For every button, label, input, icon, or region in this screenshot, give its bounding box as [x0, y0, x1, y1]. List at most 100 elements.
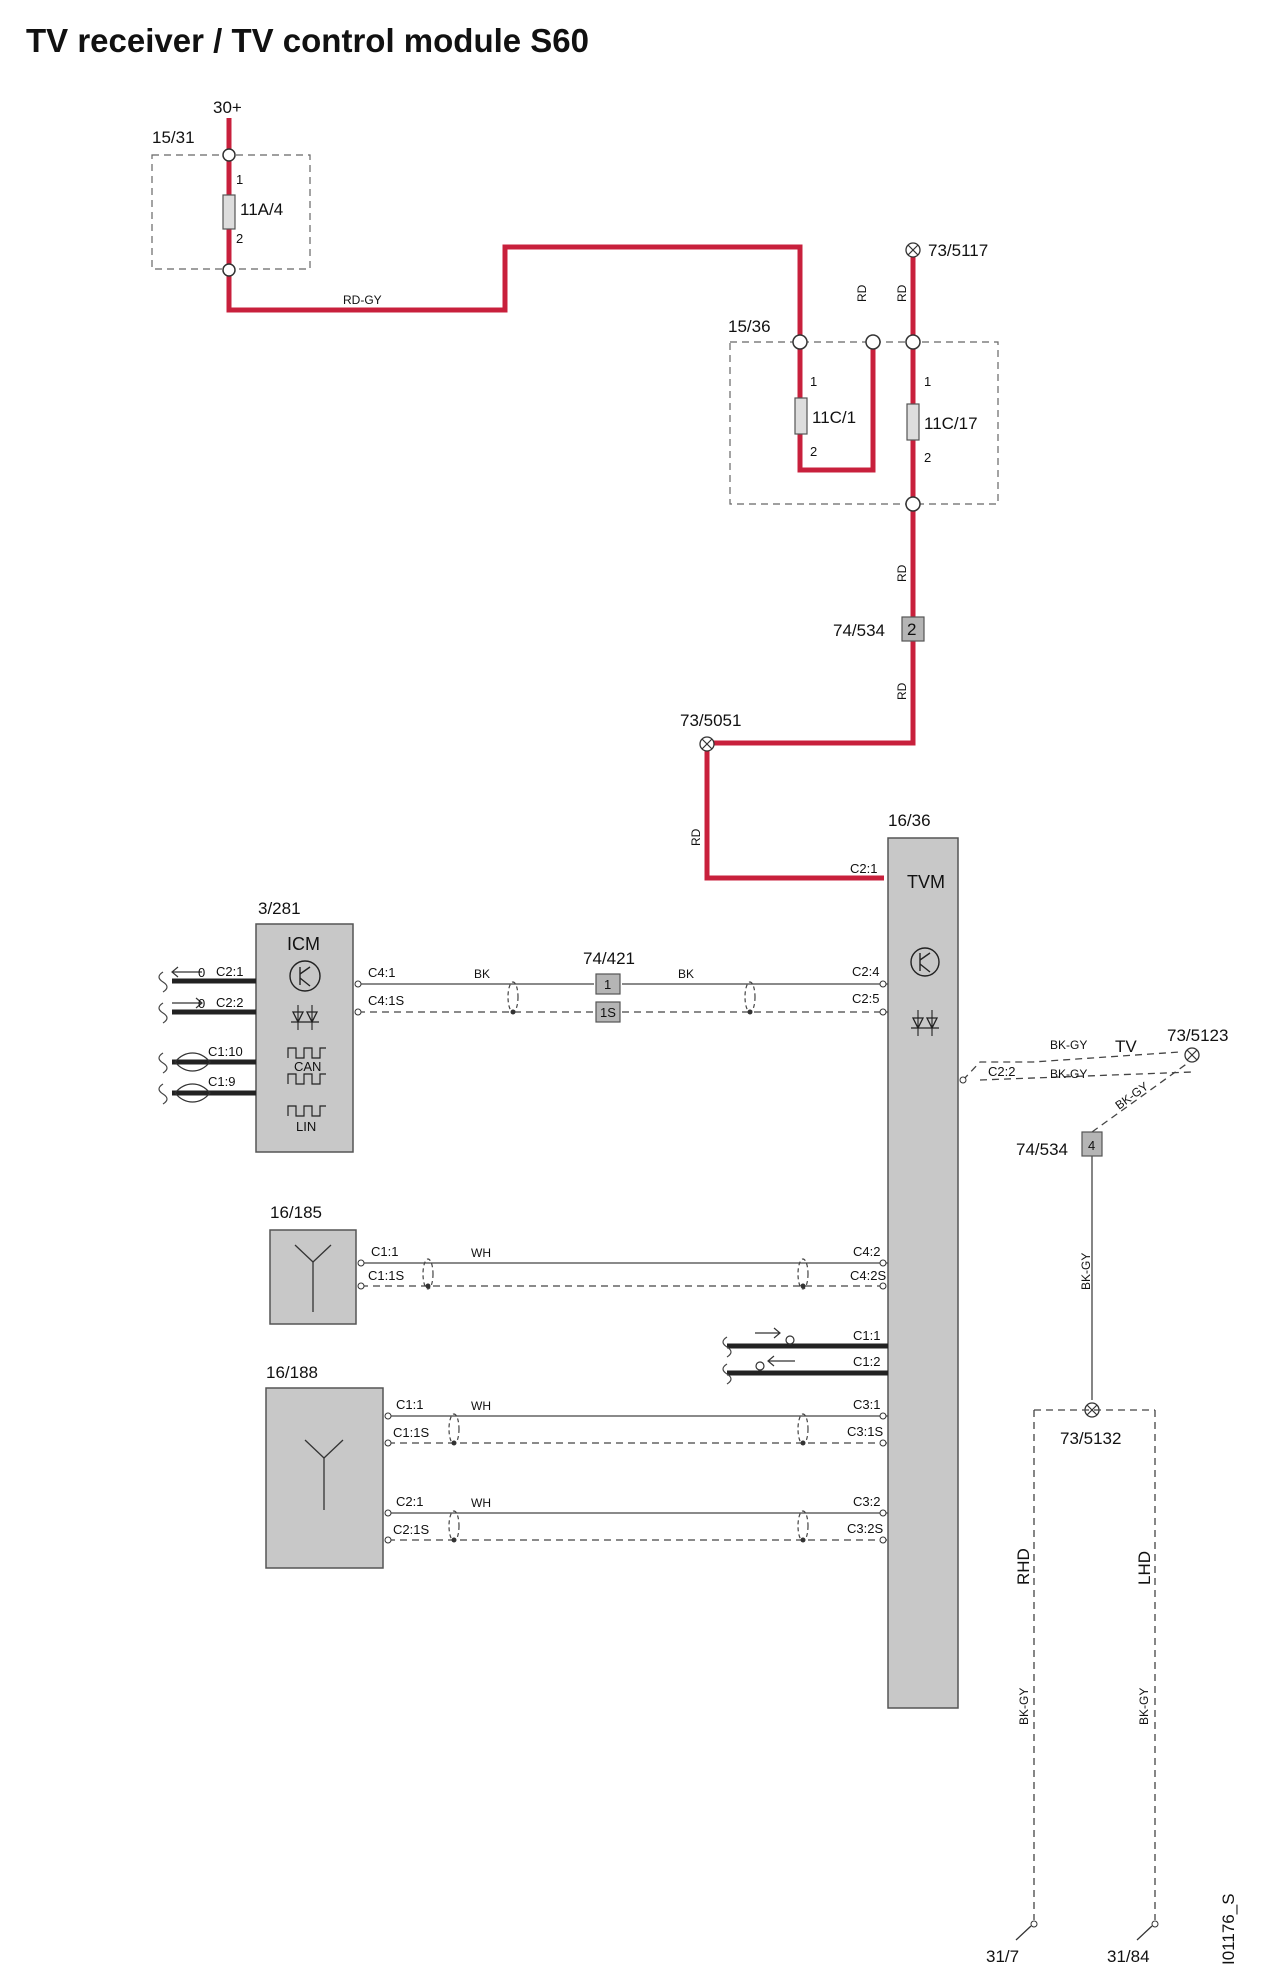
pin-label: C2:2 — [216, 995, 243, 1010]
wire-color-bk-gy: BK-GY — [1113, 1079, 1151, 1112]
pin-label: C2:2 — [988, 1064, 1015, 1079]
pin-label: C3:1 — [853, 1397, 880, 1412]
ground-point-73-5051: 73/5051 — [680, 711, 741, 752]
pin-label: C1:1 — [853, 1328, 880, 1343]
module-ref: 3/281 — [258, 899, 301, 918]
antenna-icon — [304, 1439, 344, 1510]
fuse-label: 11A/4 — [240, 200, 283, 219]
twisted-pair-icon — [174, 1083, 211, 1103]
fuse-box-ref: 15/31 — [152, 128, 195, 147]
fuse-box-15-36: 15/36 11C/1 11C/17 1 2 1 2 — [728, 317, 999, 512]
terminal-node — [792, 334, 808, 350]
pin-label: C4:1 — [368, 965, 395, 980]
fuse-icon — [906, 403, 920, 441]
transistor-icon — [910, 947, 940, 977]
connector-ref: 74/421 — [583, 949, 635, 968]
connector-ref: 74/534 — [833, 621, 885, 640]
wire-color-rd-gy: RD-GY — [343, 293, 382, 307]
fuse-pin-2: 2 — [810, 444, 817, 459]
shield-icon — [744, 981, 756, 1013]
wire-color-bk: BK — [678, 967, 694, 981]
ground-switch-31-7: 31/7 — [986, 1920, 1038, 1966]
supply-30-label: 30+ — [213, 98, 242, 117]
ground-label: 73/5117 — [928, 241, 988, 260]
connector-pin: 4 — [1088, 1138, 1095, 1153]
pin-label: C2:5 — [852, 991, 879, 1006]
pin-label: C3:2S — [847, 1521, 883, 1536]
ground-point-73-5132: 73/5132 — [1033, 1402, 1156, 1920]
lhd-label: LHD — [1135, 1551, 1154, 1585]
connector-ref: 74/534 — [1016, 1140, 1068, 1159]
wire-color-bk-gy: BK-GY — [1137, 1688, 1151, 1725]
wire-color-rd: RD — [895, 564, 909, 582]
lin-signal-icon — [287, 1105, 326, 1117]
power-supply-wiring — [226, 118, 916, 881]
connector-pin: 1 — [604, 977, 611, 992]
pin-label: C4:2 — [853, 1244, 880, 1259]
tv-control-module: 16/36 TVM — [887, 811, 959, 1709]
icm-tvm-wiring — [354, 980, 888, 1016]
pin-label: C1:1 — [371, 1244, 398, 1259]
pin-label: C1:1S — [393, 1425, 429, 1440]
shield-icon — [797, 1510, 809, 1542]
ground-point-73-5117: 73/5117 — [905, 241, 988, 260]
wire-color-rd: RD — [895, 284, 909, 302]
wire-color-bk-gy: BK-GY — [1050, 1067, 1087, 1081]
wire-color-bk: BK — [474, 967, 490, 981]
module-ref: 16/36 — [888, 811, 931, 830]
wire-color-bk-gy: BK-GY — [1017, 1688, 1031, 1725]
connector-74-421: 1 1S 74/421 — [583, 949, 635, 1023]
fuse-icon — [222, 194, 236, 230]
module-ref: 16/188 — [266, 1363, 318, 1382]
pin-label: C4:1S — [368, 993, 404, 1008]
shield-icon — [422, 1258, 434, 1290]
terminal-node — [865, 334, 881, 350]
signal-zero: 0 — [198, 996, 205, 1011]
icm-left-inputs: 0 0 C2:1 C2:2 C1:10 C1:9 — [158, 964, 256, 1105]
ground-label: 73/5051 — [680, 711, 741, 730]
antenna-icon — [294, 1244, 332, 1312]
connector-pin: 1S — [600, 1005, 616, 1020]
wire-color-bk-gy: BK-GY — [1079, 1253, 1093, 1290]
pin-label: C1:2 — [853, 1354, 880, 1369]
pin-label: C3:1S — [847, 1424, 883, 1439]
pin-label: C1:1 — [396, 1397, 423, 1412]
antenna-185-wiring — [357, 1258, 888, 1290]
shield-icon — [797, 1413, 809, 1445]
fuse-pin-2: 2 — [236, 231, 243, 246]
wire-color-rd: RD — [855, 284, 869, 302]
wire-color-rd: RD — [895, 682, 909, 700]
tv-label: TV — [1115, 1037, 1137, 1056]
pin-label: C1:10 — [208, 1044, 243, 1059]
wire-color-wh: WH — [471, 1246, 491, 1260]
terminal-node — [222, 263, 236, 277]
fuse-box-15-31: 15/31 11A/4 1 2 — [151, 128, 311, 277]
terminal-node — [905, 496, 921, 512]
lin-label: LIN — [296, 1119, 316, 1134]
pin-label: C2:1S — [393, 1522, 429, 1537]
fuse-pin-1: 1 — [236, 172, 243, 187]
tvm-ground-branch: 73/5123 — [959, 1026, 1228, 1400]
shield-icon — [448, 1510, 460, 1542]
pin-label: C2:4 — [852, 964, 879, 979]
ground-switch-31-84: 31/84 — [1107, 1920, 1159, 1966]
can-label: CAN — [294, 1059, 321, 1074]
shield-icon — [797, 1258, 809, 1290]
pin-label: C4:2S — [850, 1268, 886, 1283]
wire-color-rd: RD — [689, 828, 703, 846]
ground-label: 73/5123 — [1167, 1026, 1228, 1045]
rhd-label: RHD — [1014, 1548, 1033, 1585]
fuse-box-ref: 15/36 — [728, 317, 771, 336]
transistor-icon — [289, 960, 321, 992]
fuse-label: 11C/1 — [812, 408, 856, 427]
pin-label: C2:1 — [216, 964, 243, 979]
ground-label: 31/7 — [986, 1947, 1019, 1966]
fuse-icon — [794, 397, 808, 435]
pin-label: C2:1 — [396, 1494, 423, 1509]
pin-label: C1:1S — [368, 1268, 404, 1283]
tvm-c1-inputs — [722, 1327, 888, 1385]
wire-color-wh: WH — [471, 1496, 491, 1510]
diode-pair-icon — [911, 1010, 939, 1036]
page-title: TV receiver / TV control module S60 — [26, 22, 590, 59]
